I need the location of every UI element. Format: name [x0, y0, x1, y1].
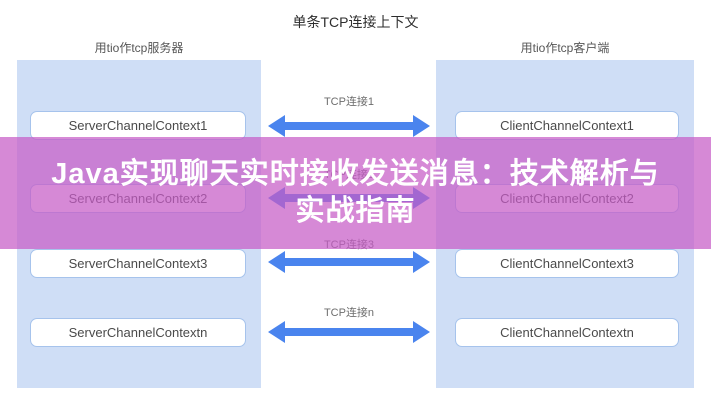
server-column-header: 用tio作tcp服务器: [94, 41, 184, 55]
tcp-link-label: TCP连接n: [323, 307, 375, 319]
client-column-header: 用tio作tcp客户端: [520, 41, 610, 55]
arrow-left-head-icon: [268, 115, 285, 137]
client-channel-node: ClientChannelContextn: [455, 318, 679, 347]
banner-title-line2: 实战指南: [295, 195, 416, 227]
client-channel-node: ClientChannelContext3: [455, 249, 679, 278]
arrow-left-head-icon: [268, 251, 285, 273]
server-channel-node: ServerChannelContextn: [30, 318, 246, 347]
tcp-link-label: TCP连接1: [323, 96, 375, 108]
arrow-right-head-icon: [413, 251, 430, 273]
server-channel-node: ServerChannelContext1: [30, 111, 246, 140]
arrow-shaft: [283, 122, 415, 130]
arrow-right-head-icon: [413, 321, 430, 343]
double-arrow-icon: [268, 321, 430, 343]
diagram-title: 单条TCP连接上下文: [292, 14, 419, 30]
arrow-left-head-icon: [268, 321, 285, 343]
arrow-shaft: [283, 328, 415, 336]
double-arrow-icon: [268, 115, 430, 137]
arrow-right-head-icon: [413, 115, 430, 137]
client-channel-node: ClientChannelContext1: [455, 111, 679, 140]
arrow-shaft: [283, 258, 415, 266]
server-channel-node: ServerChannelContext3: [30, 249, 246, 278]
banner-title-line1: Java实现聊天实时接收发送消息：技术解析与: [51, 158, 660, 190]
article-title-banner: Java实现聊天实时接收发送消息：技术解析与 实战指南: [0, 137, 711, 249]
double-arrow-icon: [268, 251, 430, 273]
